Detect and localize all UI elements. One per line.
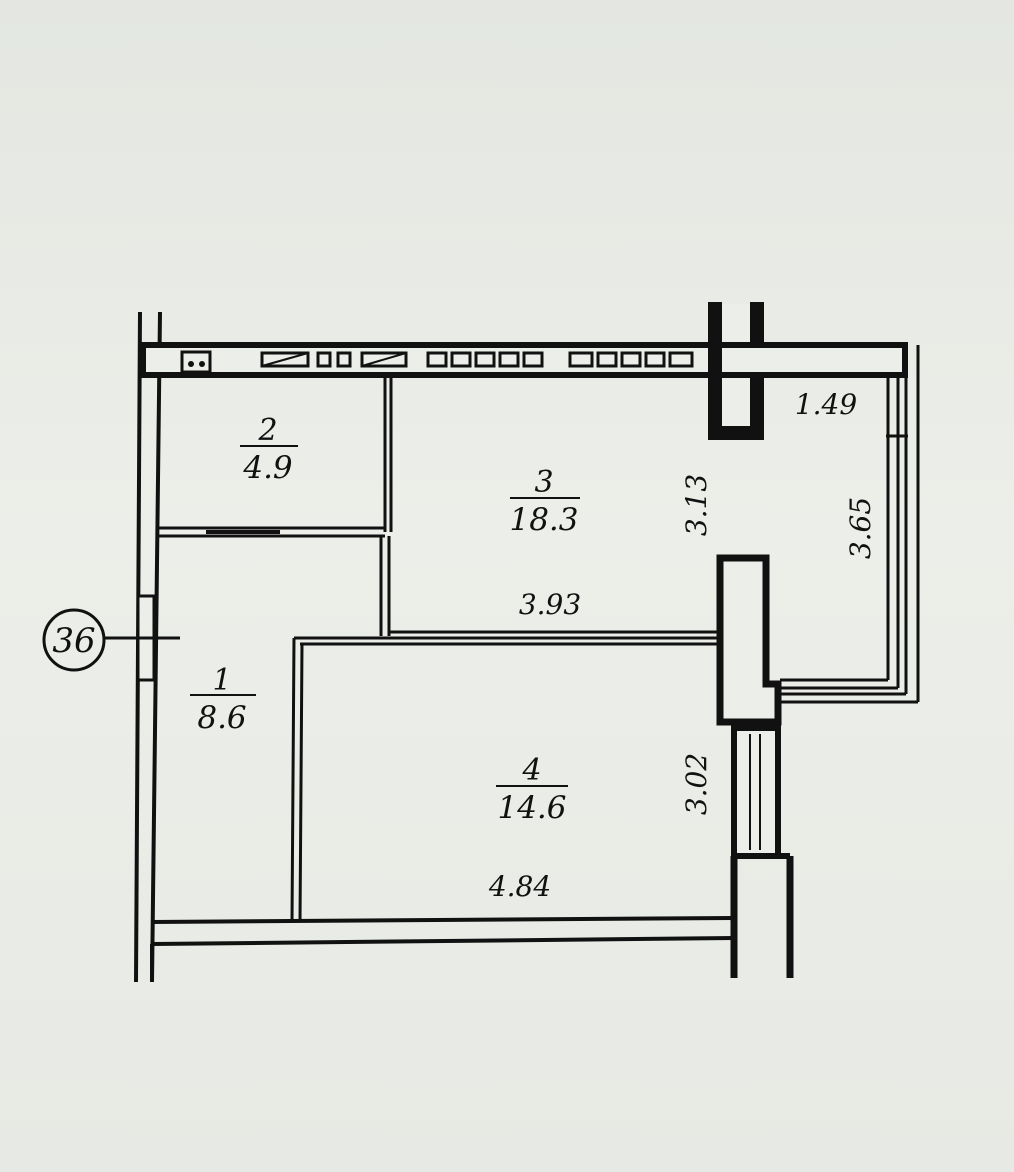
room-3-area: 18.3 [509,502,578,538]
room-1-number: 1 [212,663,231,698]
balcony-width-dimension: 1.49 [795,388,857,421]
column-outline [145,302,908,436]
apartment-marker: 36 [42,608,180,672]
room-3-depth-dimension: 3.13 [680,474,713,536]
room-4-label: 4 14.6 [496,753,568,826]
room-4-number: 4 [521,753,541,788]
balcony-railing [780,345,920,704]
room-3-width-dimension: 3.93 [519,588,581,621]
column-inner [722,304,902,426]
room-2-area: 4.9 [242,450,292,486]
bottom-exterior-wall [150,916,735,982]
room-1-label: 1 8.6 [190,663,256,736]
interior-walls [158,378,722,923]
room-1-area: 8.6 [197,700,246,736]
room-2-label: 2 4.9 [240,413,298,486]
right-exterior-wall [716,554,794,978]
room-3-label: 3 18.3 [509,465,580,538]
room-3-number: 3 [534,465,553,500]
left-exterior-wall [134,311,162,983]
ventilation-shafts [180,350,694,374]
apartment-number: 36 [52,621,95,661]
room-4-depth-dimension: 3.02 [680,753,713,815]
room-4-width-dimension: 4.84 [488,870,551,903]
room-4-area: 14.6 [497,790,566,826]
balcony-length-dimension: 3.65 [844,497,877,559]
room-2-number: 2 [257,413,277,448]
